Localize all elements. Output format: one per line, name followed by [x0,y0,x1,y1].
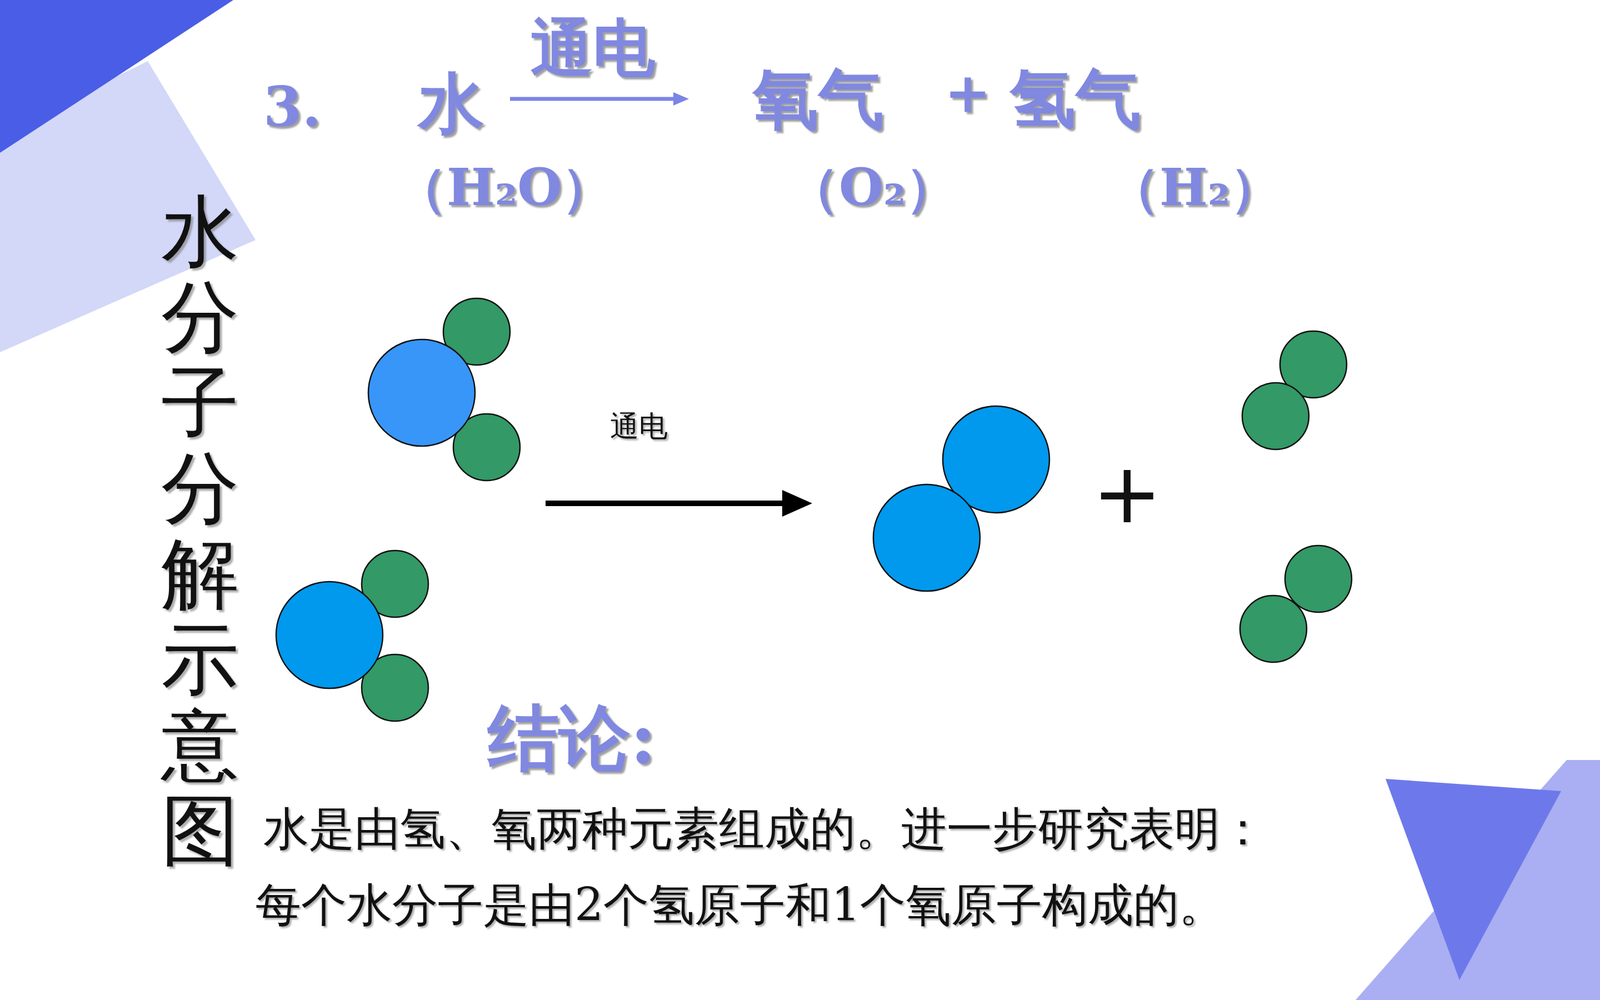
reaction-arrow [545,500,789,507]
conclusion-text: 每个水分子是由2个氢原子和1个氧原子构成的。 [255,878,1225,932]
corner-decoration [1385,778,1562,980]
chemical-formula: （O₂） [787,158,957,218]
condition-label: 通电 [530,12,655,84]
arrow-head [673,92,689,106]
arrow-head [782,490,813,517]
water-molecule [368,298,520,481]
chemical-formula: （H₂O） [395,158,613,218]
reaction-arrow [510,97,677,102]
condition-label: 通电 [610,410,668,444]
item-number: 3. [263,75,322,139]
oxygen-molecule [873,406,1050,592]
plus-sign: + [944,61,992,125]
corner-decoration [0,0,234,153]
chemical-formula: （H₂） [1108,158,1282,218]
conclusion-text: 水是由氢、氧两种元素组成的。进一步研究表明： [263,802,1266,855]
hydrogen-molecule [1242,331,1347,450]
vertical-title: 水分子分解示意图 [161,188,239,874]
product-name: 氢气 [1010,61,1142,137]
hydrogen-molecule [1240,545,1352,663]
water-molecule [276,550,429,722]
conclusion-heading: 结论: [487,697,657,779]
plus-sign: + [1092,445,1163,542]
product-name: 氧气 [752,61,884,137]
reactant-name: 水 [418,65,484,142]
corner-decoration [1355,760,1600,1000]
